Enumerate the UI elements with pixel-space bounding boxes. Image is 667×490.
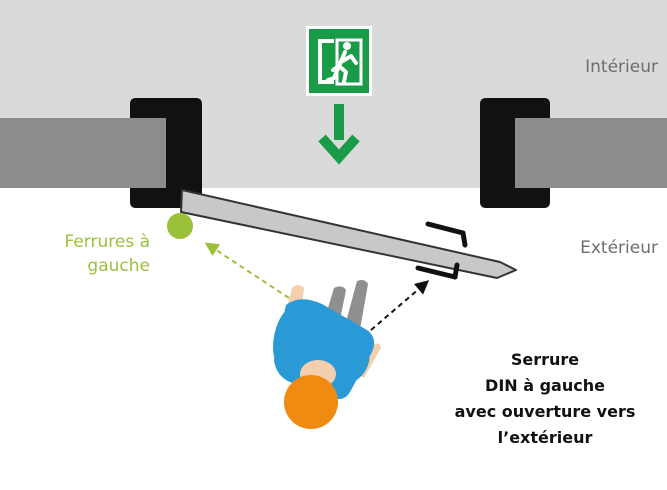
lock-label-line4: l’extérieur xyxy=(498,428,593,447)
door-frame-right xyxy=(480,98,550,208)
lock-direction-arrow xyxy=(370,280,430,331)
interior-label: Intérieur xyxy=(585,57,658,77)
lock-label-line3: avec ouverture vers xyxy=(455,402,636,421)
wall-left xyxy=(0,118,166,188)
door-handle xyxy=(415,221,468,280)
door-leaf xyxy=(180,189,517,279)
hinge-dot-icon xyxy=(167,213,193,239)
exterior-label: Extérieur xyxy=(580,238,658,258)
emergency-exit-sign-icon xyxy=(306,26,372,96)
person-top-view-icon xyxy=(273,280,381,429)
hinge-direction-arrow xyxy=(204,242,290,299)
wall-right xyxy=(515,118,667,188)
lock-label-line2: DIN à gauche xyxy=(485,376,605,395)
arrow-down-icon xyxy=(318,104,360,165)
hinges-label-line2: gauche xyxy=(87,256,150,276)
hinges-label-line1: Ferrures à xyxy=(64,232,150,252)
lock-label-line1: Serrure xyxy=(511,350,579,369)
door-frame-left xyxy=(130,98,202,208)
